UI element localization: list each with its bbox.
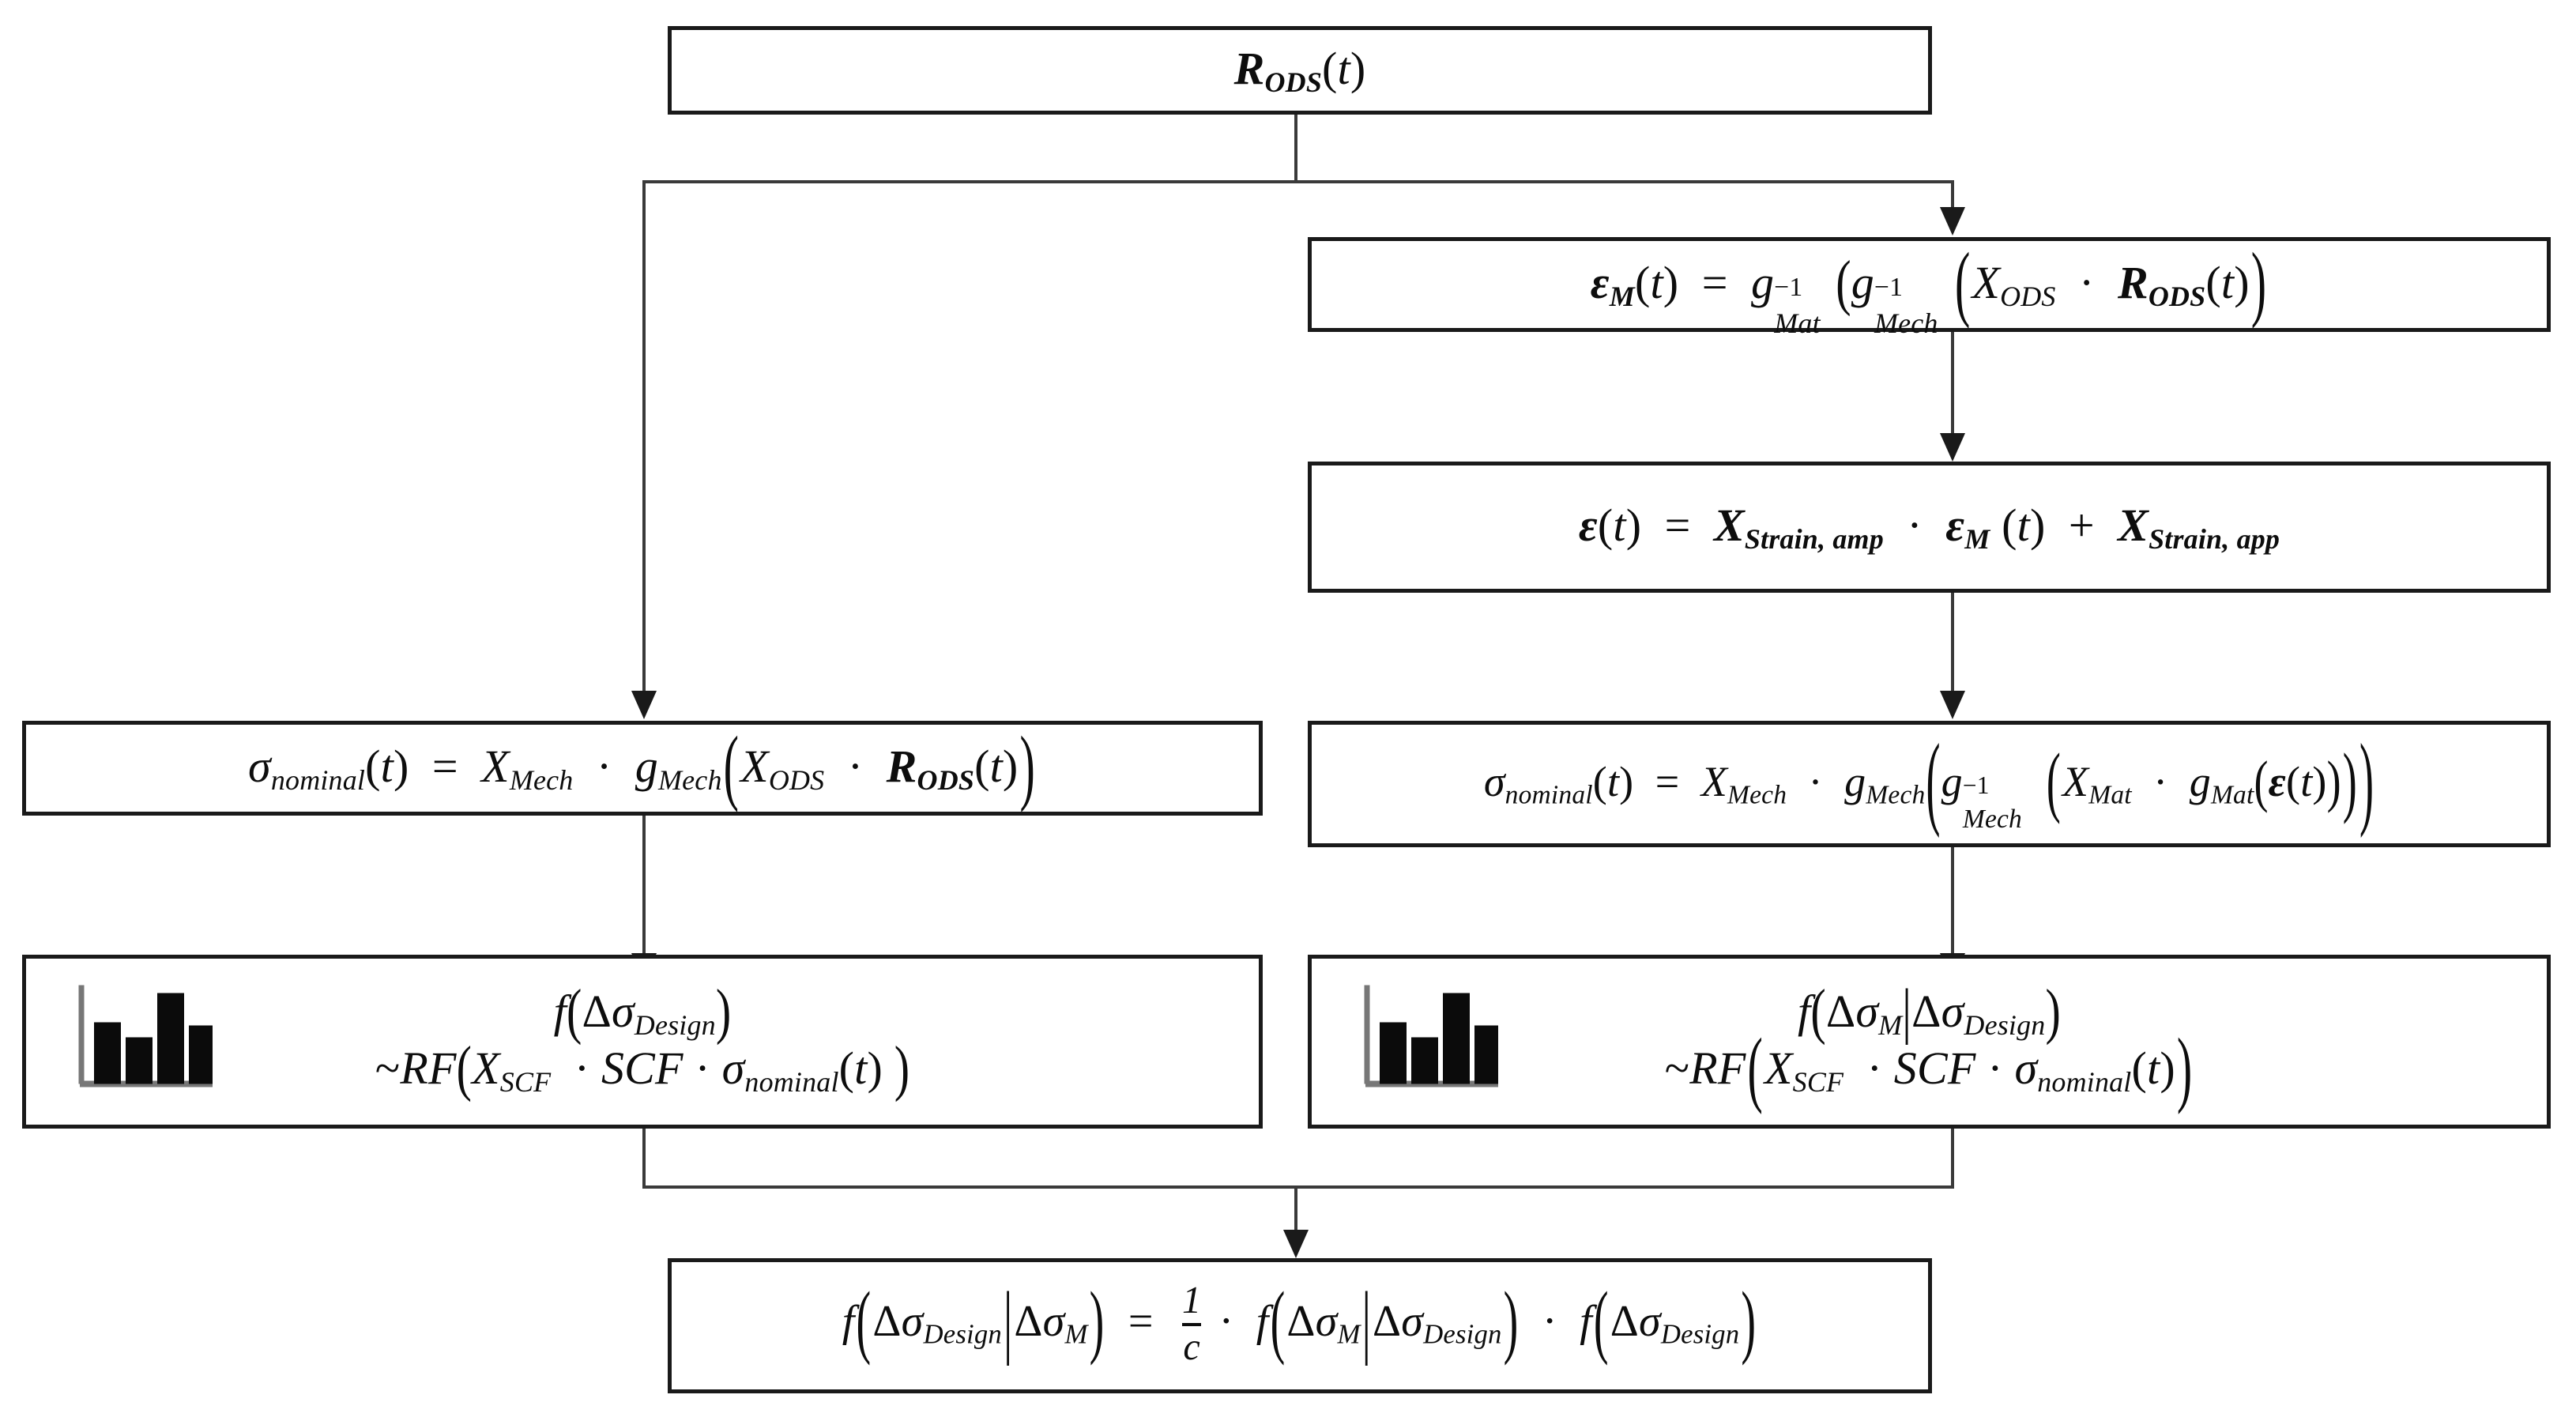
edge-right2-to-right3 bbox=[1951, 593, 1954, 692]
formula-f-m-line2: ~RF(XSCF · SCF · σnominal(t)) bbox=[1664, 1020, 2193, 1116]
edge-split-to-left1 bbox=[642, 180, 646, 692]
arrowhead-right1 bbox=[1940, 207, 1965, 236]
formula-f-design-line1: f(ΔσDesign) bbox=[553, 975, 732, 1046]
edge-left1-to-left2 bbox=[642, 816, 646, 955]
edge-merge-to-bottom bbox=[1294, 1185, 1297, 1231]
formula-f-design-line2: ~RF(XSCF · SCF · σnominal(t) ) bbox=[375, 1033, 910, 1103]
node-epsilon[interactable]: ε(t) = XStrain, amp · εM (t) + XStrain, … bbox=[1308, 462, 2551, 593]
histogram-icon-svg bbox=[1364, 985, 1498, 1087]
formula-f-m-given-design: f(ΔσM|ΔσDesign) ~RF(XSCF · SCF · σnomina… bbox=[1312, 975, 2547, 1116]
arrowhead-right2 bbox=[1940, 433, 1965, 462]
node-f-design[interactable]: f(ΔσDesign) ~RF(XSCF · SCF · σnominal(t)… bbox=[22, 955, 1263, 1129]
formula-f-m-given-design-wrap: f(ΔσM|ΔσDesign) ~RF(XSCF · SCF · σnomina… bbox=[1312, 975, 2547, 1116]
formula-bayes: f(ΔσDesign|ΔσM) = 1 c · f(ΔσM|ΔσDesign) … bbox=[842, 1276, 1757, 1368]
histogram-icon-svg bbox=[78, 985, 213, 1087]
formula-f-design: f(ΔσDesign) ~RF(XSCF · SCF · σnominal(t)… bbox=[26, 975, 1259, 1103]
edge-split-bus bbox=[644, 180, 1954, 183]
node-sigma-nominal-left[interactable]: σnominal(t) = XMech · gMech(XODS · RODS(… bbox=[22, 718, 1263, 816]
formula-epsilon: ε(t) = XStrain, amp · εM (t) + XStrain, … bbox=[1578, 499, 2280, 555]
formula-f-m-line1: f(ΔσM|ΔσDesign) bbox=[1797, 975, 2061, 1046]
formula-f-design-wrap: f(ΔσDesign) ~RF(XSCF · SCF · σnominal(t)… bbox=[26, 975, 1259, 1103]
edge-right3-to-right4 bbox=[1951, 847, 1954, 955]
fraction-one-over-c: 1 c bbox=[1182, 1280, 1202, 1368]
edge-split-to-right1 bbox=[1951, 180, 1954, 209]
node-f-m-given-design[interactable]: f(ΔσM|ΔσDesign) ~RF(XSCF · SCF · σnomina… bbox=[1308, 955, 2551, 1129]
edge-top-to-split bbox=[1294, 115, 1297, 183]
node-bayes[interactable]: f(ΔσDesign|ΔσM) = 1 c · f(ΔσM|ΔσDesign) … bbox=[668, 1258, 1932, 1393]
formula-rods: RODS(t) bbox=[1233, 42, 1366, 98]
arrowhead-right3 bbox=[1940, 691, 1965, 719]
arrowhead-bottom bbox=[1283, 1230, 1309, 1258]
node-rods[interactable]: RODS(t) bbox=[668, 26, 1932, 115]
edge-left2-to-merge bbox=[642, 1129, 646, 1189]
formula-sigma-nominal-left: σnominal(t) = XMech · gMech(XODS · RODS(… bbox=[248, 718, 1035, 813]
edge-right1-to-right2 bbox=[1951, 332, 1954, 436]
edge-right4-to-merge bbox=[1951, 1129, 1954, 1189]
edge-merge-bus bbox=[642, 1185, 1954, 1189]
histogram-icon bbox=[73, 981, 216, 1103]
arrowhead-left1 bbox=[631, 691, 657, 719]
histogram-icon bbox=[1359, 981, 1501, 1103]
